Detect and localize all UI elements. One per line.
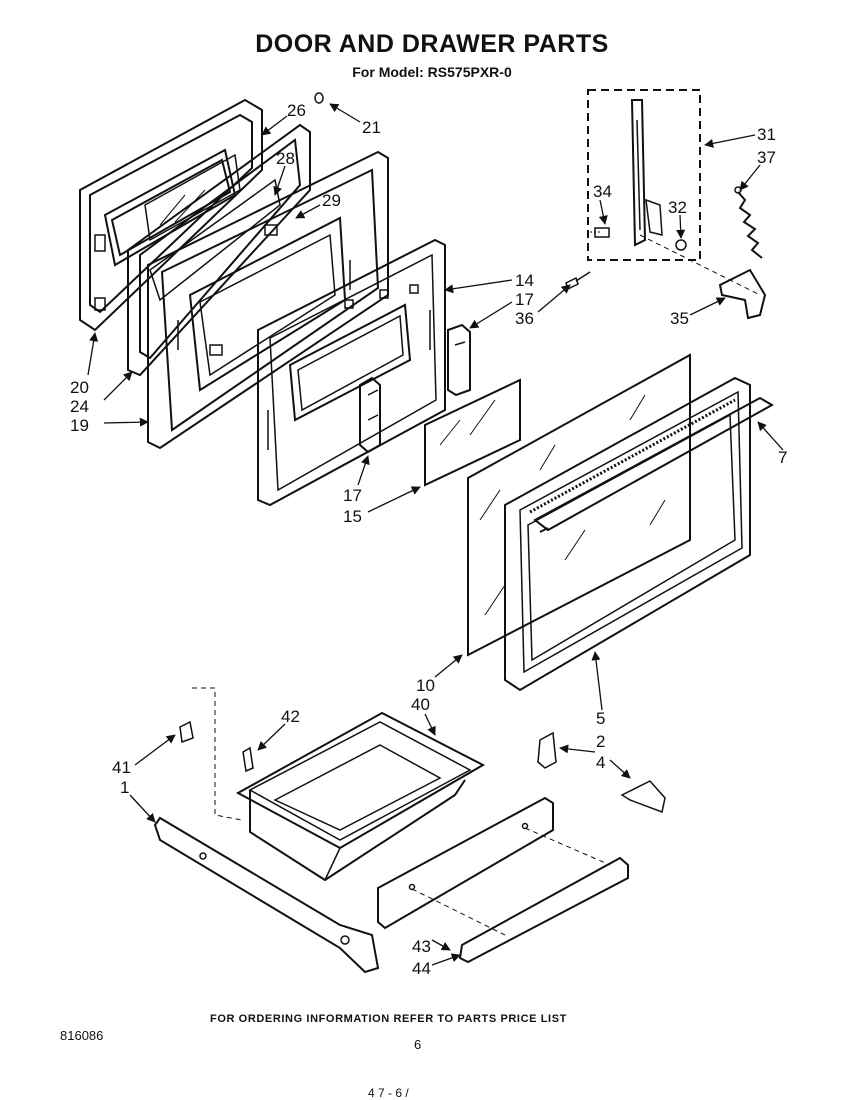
part-drawer-pan — [235, 711, 486, 882]
page-number: 6 — [414, 1037, 422, 1052]
callout-10: 10 — [416, 676, 435, 695]
callout-29: 29 — [322, 191, 341, 210]
callout-7: 7 — [778, 448, 787, 467]
callout-21: 21 — [362, 118, 381, 137]
part-hinge-assembly — [587, 89, 761, 296]
page-title: DOOR AND DRAWER PARTS — [255, 30, 609, 58]
part-outer-door-panel — [79, 98, 263, 332]
callout-24: 24 — [70, 397, 89, 416]
callout-17-lower: 17 — [343, 486, 362, 505]
callout-19: 19 — [70, 416, 89, 435]
part-bracket-4 — [620, 780, 666, 814]
part-hinge-bracket-lower — [359, 376, 381, 454]
callout-2: 2 — [596, 732, 605, 751]
part-drawer-screw — [242, 746, 254, 773]
callout-43: 43 — [412, 937, 431, 956]
callout-32: 32 — [668, 198, 687, 217]
part-drawer-rail — [153, 816, 380, 974]
part-drawer-clip — [179, 687, 243, 821]
callout-37: 37 — [757, 148, 776, 167]
part-o-ring — [314, 92, 324, 104]
callout-labels: 21 26 28 29 31 37 34 32 14 17 36 35 20 2… — [70, 101, 787, 978]
part-bracket-2 — [537, 731, 557, 769]
leader-lines — [87, 103, 784, 966]
callout-44: 44 — [412, 959, 431, 978]
part-hinge-spring — [734, 186, 763, 259]
callout-28: 28 — [276, 149, 295, 168]
part-large-glass — [467, 353, 691, 657]
callout-20: 20 — [70, 378, 89, 397]
callout-5: 5 — [596, 709, 605, 728]
callout-35: 35 — [670, 309, 689, 328]
part-door-handle — [533, 396, 775, 533]
ordering-note: FOR ORDERING INFORMATION REFER TO PARTS … — [210, 1013, 567, 1025]
model-subtitle: For Model: RS575PXR-0 — [352, 64, 512, 80]
document-id: 816086 — [60, 1028, 104, 1043]
callout-34: 34 — [593, 182, 612, 201]
part-inner-panel — [257, 238, 446, 507]
part-inner-door-liner — [127, 123, 311, 377]
callout-40: 40 — [411, 695, 430, 714]
part-outer-door-frame — [504, 376, 751, 692]
part-drawer-handle-trim — [458, 856, 629, 964]
part-hinge-bracket-upper — [447, 323, 471, 397]
callout-26: 26 — [287, 101, 306, 120]
callout-42: 42 — [281, 707, 300, 726]
callout-1: 1 — [120, 778, 129, 797]
part-small-glass — [424, 378, 521, 487]
callout-14: 14 — [515, 271, 534, 290]
callout-17-upper: 17 — [515, 290, 534, 309]
callout-41: 41 — [112, 758, 131, 777]
part-drawer-front-panel — [377, 796, 611, 936]
callout-36: 36 — [515, 309, 534, 328]
part-hinge-lever — [718, 268, 767, 320]
callout-15: 15 — [343, 507, 362, 526]
callout-31: 31 — [757, 125, 776, 144]
part-screw — [565, 271, 591, 291]
callout-4: 4 — [596, 753, 605, 772]
stray-handwritten-mark: 4 7 - 6 / — [368, 1086, 409, 1100]
